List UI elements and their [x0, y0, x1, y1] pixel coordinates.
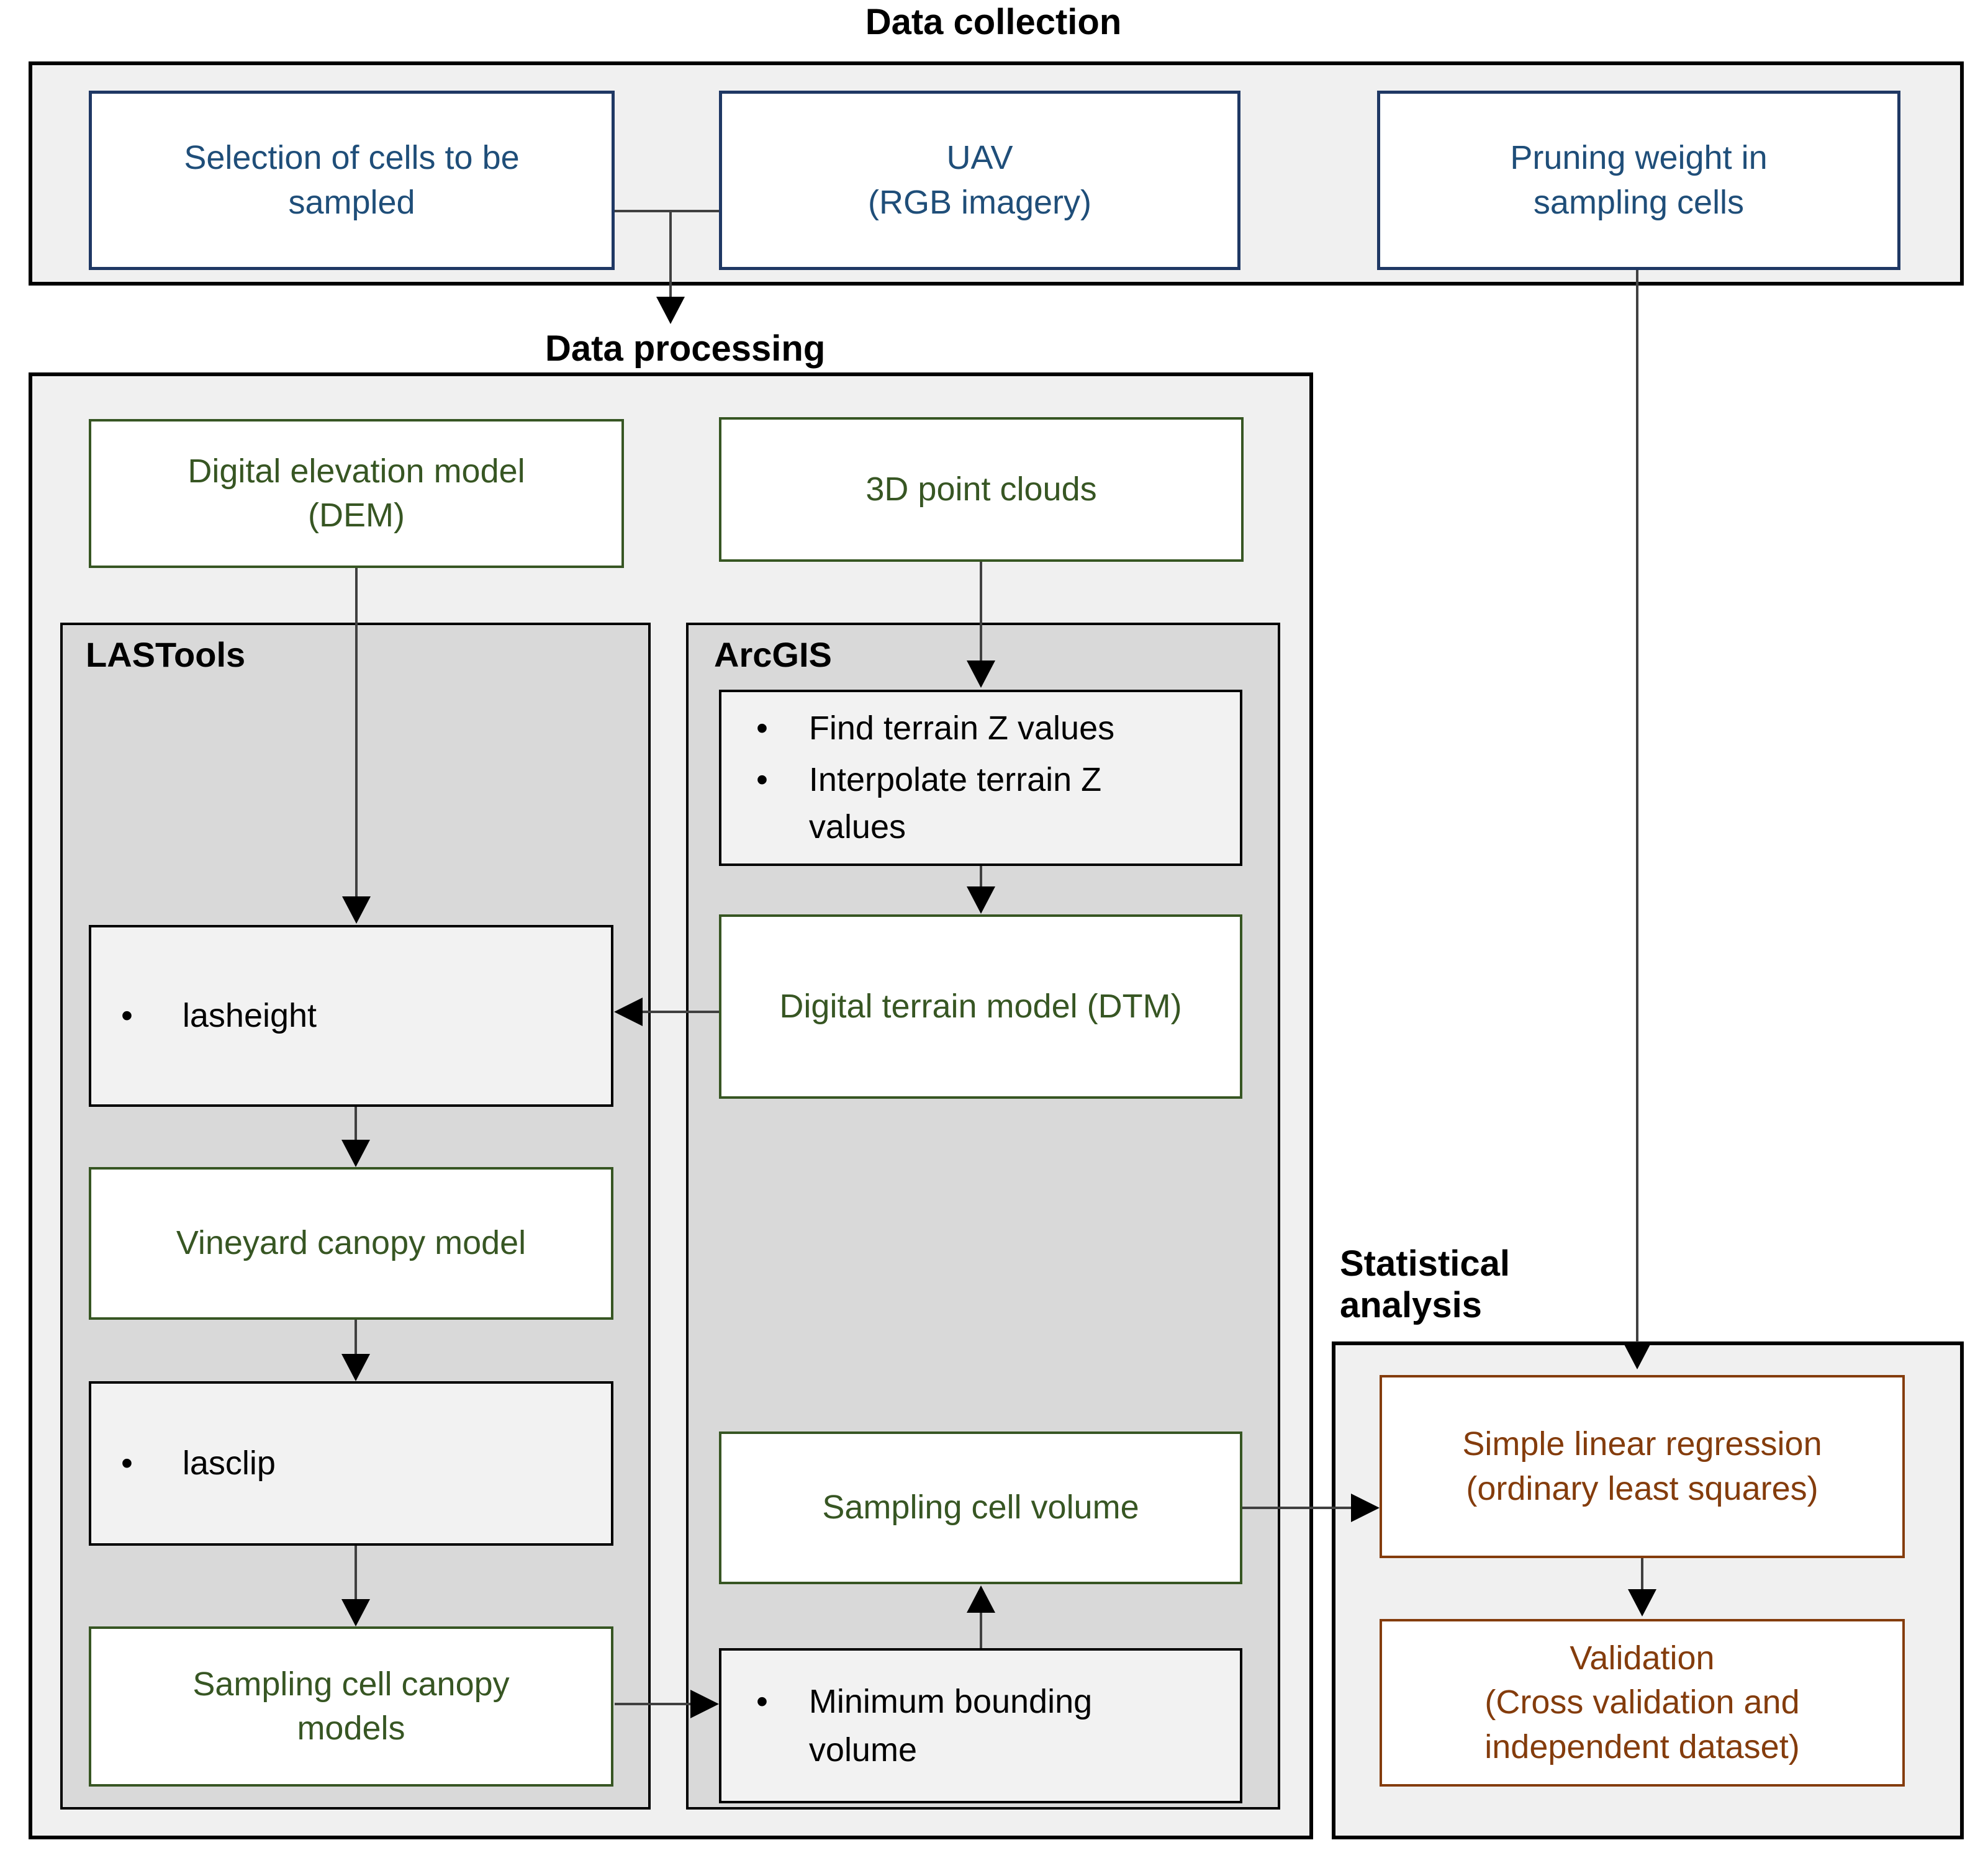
- arrow-up-icon: [967, 1585, 995, 1613]
- connector-dtm-to-lasheight-line: [643, 1011, 719, 1013]
- arrow-left-icon: [614, 998, 643, 1026]
- connector-pointclouds-to-steps-line: [980, 562, 982, 661]
- connector-lasheight-to-vineyard-line: [355, 1107, 357, 1141]
- lasheight-item: • lasheight: [121, 991, 317, 1040]
- connector-dem-to-lasheight-line: [355, 568, 358, 897]
- connector-canopy-to-minbounding-line: [615, 1703, 690, 1705]
- arrow-down-icon: [341, 1140, 370, 1167]
- lasclip-item: • lasclip: [121, 1439, 276, 1487]
- bullet-icon: •: [121, 997, 133, 1035]
- connector-regression-to-validation-line: [1641, 1558, 1643, 1590]
- lasheight-label: lasheight: [182, 997, 317, 1035]
- sampling-canopy-box: Sampling cell canopy models: [89, 1626, 613, 1787]
- connector-pruning-to-regression-line: [1636, 270, 1638, 1342]
- connector-collection-to-processing-line: [669, 211, 672, 298]
- arrow-down-icon: [967, 660, 995, 688]
- interpolate-z-label: Interpolate terrain Z values: [808, 760, 1102, 846]
- cell-volume-box: Sampling cell volume: [719, 1431, 1242, 1584]
- point-clouds-box: 3D point clouds: [719, 417, 1244, 562]
- arrow-down-icon: [656, 297, 685, 324]
- min-bounding-box: • Minimum bounding volume: [719, 1648, 1242, 1803]
- arrow-down-icon: [341, 1354, 370, 1381]
- connector-lasclip-to-canopy-line: [355, 1546, 357, 1600]
- lasclip-label: lasclip: [182, 1445, 276, 1482]
- terrain-z-steps-box: • Find terrain Z values • Interpolate te…: [719, 690, 1242, 866]
- arrow-down-icon: [1623, 1342, 1651, 1369]
- validation-box: Validation (Cross validation and indepen…: [1380, 1619, 1905, 1787]
- connector-volume-to-regression-line: [1242, 1507, 1351, 1509]
- connector-minbounding-to-volume-line: [980, 1613, 982, 1648]
- bullet-icon: •: [121, 1445, 133, 1482]
- uav-rgb-imagery-box: UAV (RGB imagery): [719, 91, 1240, 270]
- arrow-down-icon: [967, 886, 995, 914]
- find-z-label: Find terrain Z values: [808, 709, 1115, 747]
- regression-box: Simple linear regression (ordinary least…: [1380, 1375, 1905, 1558]
- bullet-icon: •: [756, 1682, 768, 1720]
- arrow-right-icon: [690, 1690, 719, 1718]
- selection-of-cells-box: Selection of cells to be sampled: [89, 91, 615, 270]
- lastools-title: LASTools: [86, 635, 246, 674]
- connector-vineyard-to-lasclip-line: [355, 1320, 357, 1355]
- connector-selection-uav-line: [615, 210, 719, 212]
- arrow-down-icon: [1628, 1589, 1656, 1616]
- lasclip-box: • lasclip: [89, 1381, 613, 1546]
- min-bounding-item: • Minimum bounding volume: [756, 1677, 1092, 1775]
- connector-steps-to-dtm-line: [980, 866, 982, 887]
- vineyard-canopy-box: Vineyard canopy model: [89, 1167, 613, 1320]
- pruning-weight-box: Pruning weight in sampling cells: [1377, 91, 1900, 270]
- dem-box: Digital elevation model (DEM): [89, 419, 624, 568]
- data-processing-title: Data processing: [545, 328, 826, 369]
- arrow-down-icon: [341, 1599, 370, 1626]
- arrow-right-icon: [1351, 1494, 1380, 1522]
- arrow-down-icon: [342, 896, 371, 924]
- arcgis-title: ArcGIS: [714, 635, 832, 674]
- lasheight-box: • lasheight: [89, 925, 613, 1107]
- find-z-item: • Find terrain Z values: [756, 705, 1114, 752]
- interpolate-z-item: • Interpolate terrain Z values: [756, 756, 1101, 851]
- bullet-icon: •: [756, 709, 768, 747]
- statistical-analysis-title: Statistical analysis: [1340, 1243, 1510, 1326]
- min-bounding-label: Minimum bounding volume: [808, 1682, 1093, 1769]
- bullet-icon: •: [756, 760, 768, 798]
- dtm-box: Digital terrain model (DTM): [719, 914, 1242, 1099]
- data-collection-title: Data collection: [865, 2, 1122, 42]
